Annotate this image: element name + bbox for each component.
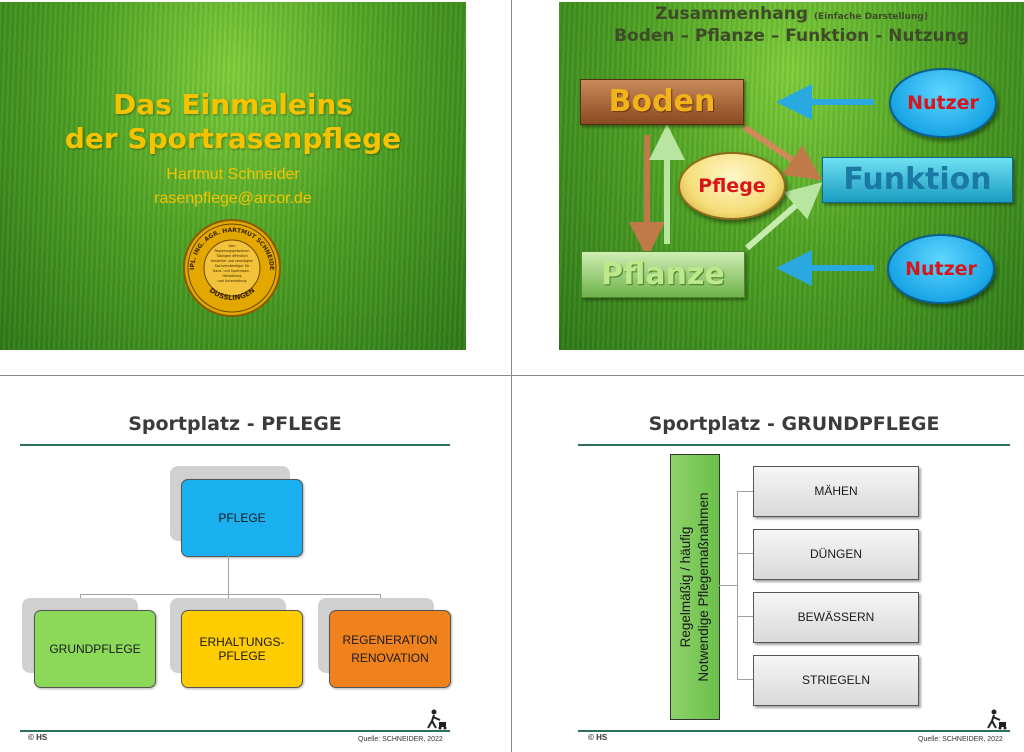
- horizontal-divider: [0, 375, 1024, 376]
- seal-center-line: bestellter und vereidigter: [211, 259, 254, 263]
- erhaltungspflege-line1: ERHALTUNGS-: [199, 635, 285, 649]
- grundpflege-stem: [719, 585, 737, 586]
- slide-3-footer-rule: [20, 730, 450, 732]
- grundpflege-bar: Regelmäßig / häufig Notwendige Pflegemaß…: [670, 454, 720, 720]
- task-maehen: MÄHEN: [753, 466, 919, 517]
- seal-center-line: Regierungspräsidium: [215, 249, 250, 253]
- regeneration-line1: REGENERATION: [342, 633, 438, 647]
- task-striegeln: STRIEGELN: [753, 655, 919, 706]
- relationship-arrows: [629, 84, 874, 286]
- slide-3-title: Sportplatz - PFLEGE: [128, 413, 342, 435]
- regeneration-line2: RENOVATION: [351, 651, 429, 665]
- org-node-erhaltungspflege: ERHALTUNGS- PFLEGE: [181, 610, 303, 688]
- grundpflege-bar-line1: Regelmäßig / häufig: [678, 526, 693, 648]
- arrow-pflanze-to-funktion: [745, 182, 823, 251]
- slide-4-title: Sportplatz - GRUNDPFLEGE: [648, 413, 940, 435]
- seal-center-line: Sachverständiger für: [215, 264, 250, 268]
- slide-2-heading-main: Zusammenhang: [655, 4, 808, 24]
- arrow-boden-to-funktion: [742, 124, 822, 181]
- node-nutzer-top: Nutzer: [889, 68, 997, 138]
- seal-center-line: Haus- und Sportrasen -: [213, 269, 252, 273]
- seal-center-line: Vom: [228, 244, 235, 248]
- grundpflege-bar-label: Regelmäßig / häufig Notwendige Pflegemaß…: [677, 492, 713, 681]
- grundpflege-branch-3: [737, 616, 753, 617]
- grundpflege-bar-line2: Notwendige Pflegemaßnahmen: [696, 492, 711, 682]
- seal-center-line: und Unterhaltung: [217, 279, 246, 283]
- org-node-grundpflege: GRUNDPFLEGE: [34, 610, 156, 688]
- slide-3-footer-left: © HS: [28, 733, 48, 742]
- expert-seal: Vom Regierungspräsidium Tübingen öffentl…: [182, 218, 281, 317]
- slide-1-title-line2: der Sportrasenpflege: [64, 122, 402, 155]
- author-email: rasenpflege@arcor.de: [154, 190, 312, 207]
- task-bewaessern: BEWÄSSERN: [753, 592, 919, 643]
- erhaltungspflege-line2: PFLEGE: [218, 649, 266, 663]
- mower-icon: [987, 709, 1007, 730]
- connector-horizontal: [80, 594, 380, 595]
- node-funktion: Funktion: [822, 157, 1013, 203]
- slide-4-title-rule: [578, 444, 1010, 446]
- seal-center-line: Herstellung: [222, 274, 241, 278]
- org-node-pflege: PFLEGE: [181, 479, 303, 557]
- slide-1-title-line1: Das Einmaleins: [112, 88, 354, 121]
- node-pflege: Pflege: [678, 152, 786, 220]
- slide-4-footer-left: © HS: [588, 733, 608, 742]
- org-node-regeneration: REGENERATION RENOVATION: [329, 610, 451, 688]
- slide-4-footer-rule: [578, 730, 1010, 732]
- slide-2-heading: Zusammenhang (Einfache Darstellung): [559, 4, 1024, 24]
- node-nutzer-bottom: Nutzer: [887, 234, 995, 304]
- slide-2-heading-small: (Einfache Darstellung): [813, 12, 928, 22]
- seal-center-line: Tübingen öffentlich: [215, 254, 247, 258]
- grundpflege-branch-2: [737, 553, 753, 554]
- grundpflege-spine: [737, 491, 738, 679]
- grundpflege-branch-1: [737, 491, 753, 492]
- author-name: Hartmut Schneider: [166, 166, 300, 183]
- slide-3-pflege: Sportplatz - PFLEGE PFLEGE GRUNDPFLEGE E…: [0, 376, 510, 752]
- mower-icon: [427, 709, 447, 730]
- slide-2-heading-line2: Boden – Pflanze – Funktion - Nutzung: [614, 26, 969, 46]
- connector-vertical: [228, 556, 229, 594]
- task-duengen: DÜNGEN: [753, 529, 919, 580]
- slide-4-grundpflege: Sportplatz - GRUNDPFLEGE: [512, 376, 1024, 752]
- slide-1-title: Das Einmaleins der Sportrasenpflege Hart…: [0, 2, 466, 350]
- grundpflege-branch-4: [737, 679, 753, 680]
- slide-3-title-rule: [20, 444, 450, 446]
- slide-4-footer-right: Quelle: SCHNEIDER, 2022: [918, 736, 1003, 743]
- node-boden: Boden: [580, 79, 744, 125]
- slide-3-footer-right: Quelle: SCHNEIDER, 2022: [358, 736, 443, 743]
- vertical-divider: [511, 0, 512, 752]
- node-pflanze: Pflanze: [581, 251, 745, 298]
